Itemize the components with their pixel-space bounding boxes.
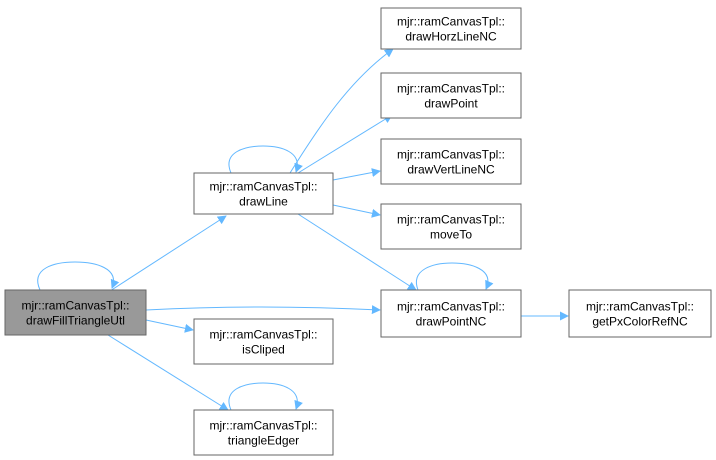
edge-drawFillTriangleUtl-to-isCliped (145, 319, 194, 333)
edge-drawLine-to-moveTo (332, 204, 381, 218)
node-drawPoint[interactable]: mjr::ramCanvasTpl::drawPoint (380, 72, 522, 119)
edge-arrow (415, 262, 494, 291)
node-label-namespace: mjr::ramCanvasTpl:: (21, 299, 129, 313)
edge-drawLine-to-drawHorzLineNC (289, 48, 394, 174)
node-label-namespace: mjr::ramCanvasTpl:: (209, 419, 317, 433)
node-label-function: triangleEdger (228, 434, 299, 448)
node-label-function: drawVertLineNC (407, 163, 495, 177)
node-box (193, 172, 334, 215)
node-label-function: drawHorzLineNC (405, 30, 497, 44)
node-drawLine[interactable]: mjr::ramCanvasTpl::drawLine (193, 172, 334, 215)
edge-drawLine-to-drawPoint (297, 114, 393, 174)
node-label-namespace: mjr::ramCanvasTpl:: (397, 82, 505, 96)
edge-drawLine-to-drawVertLineNC (332, 168, 381, 181)
node-drawFillTriangleUtl: mjr::ramCanvasTpl::drawFillTriangleUtl (4, 289, 147, 336)
edge-drawPointNC-to-drawPointNC (415, 262, 494, 291)
node-drawPointNC[interactable]: mjr::ramCanvasTpl::drawPointNC (380, 289, 522, 338)
node-box (380, 203, 522, 250)
node-moveTo[interactable]: mjr::ramCanvasTpl::moveTo (380, 203, 522, 250)
node-label-function: drawPoint (424, 97, 478, 111)
edge-arrow (297, 114, 393, 174)
node-box (380, 138, 522, 185)
edge-arrow (145, 305, 381, 315)
edge-arrow (107, 334, 229, 411)
edge-drawFillTriangleUtl-to-drawPointNC (145, 305, 381, 315)
node-label-function: drawPointNC (416, 315, 487, 329)
node-label-namespace: mjr::ramCanvasTpl:: (397, 148, 505, 162)
node-drawHorzLineNC[interactable]: mjr::ramCanvasTpl::drawHorzLineNC (380, 7, 522, 50)
node-label-function: getPxColorRefNC (592, 315, 688, 329)
nodes: mjr::ramCanvasTpl::drawFillTriangleUtlmj… (4, 7, 712, 456)
edge-arrow (228, 382, 303, 411)
node-label-namespace: mjr::ramCanvasTpl:: (209, 180, 317, 194)
edge-triangleEdger-to-triangleEdger (228, 382, 303, 411)
edge-drawFillTriangleUtl-to-drawLine (109, 215, 227, 292)
node-label-namespace: mjr::ramCanvasTpl:: (397, 15, 505, 29)
node-box (193, 318, 334, 365)
node-label-function: moveTo (430, 228, 472, 242)
node-triangleEdger[interactable]: mjr::ramCanvasTpl::triangleEdger (193, 409, 334, 456)
node-drawVertLineNC[interactable]: mjr::ramCanvasTpl::drawVertLineNC (380, 138, 522, 185)
edge-drawLine-to-drawPointNC (297, 213, 417, 291)
node-label-namespace: mjr::ramCanvasTpl:: (397, 300, 505, 314)
edge-arrow (109, 215, 227, 292)
node-label-namespace: mjr::ramCanvasTpl:: (397, 213, 505, 227)
edges (37, 48, 569, 411)
edge-arrow (297, 213, 417, 291)
node-box (380, 7, 522, 50)
edge-arrow (332, 168, 381, 181)
node-getPxColorRefNC[interactable]: mjr::ramCanvasTpl::getPxColorRefNC (568, 289, 712, 338)
edge-arrow (289, 48, 394, 174)
edge-arrow (228, 145, 303, 174)
node-box (193, 409, 334, 456)
node-label-function: drawLine (239, 195, 288, 209)
edge-drawFillTriangleUtl-to-triangleEdger (107, 334, 229, 411)
edge-arrow (37, 261, 120, 291)
node-isCliped[interactable]: mjr::ramCanvasTpl::isCliped (193, 318, 334, 365)
node-box (380, 289, 522, 338)
node-box (380, 72, 522, 119)
node-label-function: isCliped (242, 343, 285, 357)
node-box (4, 289, 147, 336)
node-box (568, 289, 712, 338)
edge-drawFillTriangleUtl-to-drawFillTriangleUtl (37, 261, 120, 291)
node-label-namespace: mjr::ramCanvasTpl:: (586, 300, 694, 314)
edge-arrow (145, 319, 194, 333)
node-label-namespace: mjr::ramCanvasTpl:: (209, 328, 317, 342)
edge-drawLine-to-drawLine (228, 145, 303, 174)
node-label-function: drawFillTriangleUtl (26, 314, 125, 328)
edge-arrow (332, 204, 381, 218)
